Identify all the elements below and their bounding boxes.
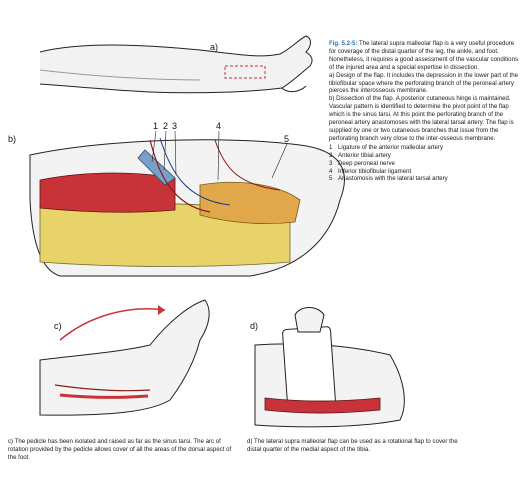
caption-c: c) The pedicle has been isolated and rai… — [8, 438, 232, 461]
panel-c-foot-drawing — [39, 299, 210, 416]
panel-label-a: a) — [210, 42, 219, 52]
callout-4: 4 — [216, 121, 222, 131]
figure-number: Fig. 5.2-5: — [329, 40, 358, 47]
panel-label-b: b) — [8, 134, 17, 144]
callout-2: 2 — [163, 121, 169, 131]
panel-a-flap-outline — [224, 65, 266, 79]
caption-intro: Fig. 5.2-5: The lateral supra malleolar … — [329, 40, 521, 72]
figure-caption: Fig. 5.2-5: The lateral supra malleolar … — [329, 40, 521, 183]
callout-3: 3 — [172, 121, 178, 131]
panel-label-c: c) — [54, 321, 62, 331]
panel-b-dissection-drawing — [29, 130, 345, 277]
panel-label-d: d) — [250, 321, 259, 331]
caption-d: d) The lateral supra malleolar flap can … — [247, 438, 458, 453]
panel-d-ankle-drawing — [254, 307, 405, 428]
caption-intro-text: The lateral supra malleolar flap is a ve… — [329, 40, 519, 71]
callout-5: 5 — [284, 134, 290, 144]
caption-b: b) Dissection of the flap. A posterior c… — [329, 95, 514, 142]
panel-a-leg-drawing — [39, 35, 313, 94]
callout-1: 1 — [153, 121, 159, 131]
caption-a: a) Design of the flap. It includes the d… — [329, 71, 519, 95]
